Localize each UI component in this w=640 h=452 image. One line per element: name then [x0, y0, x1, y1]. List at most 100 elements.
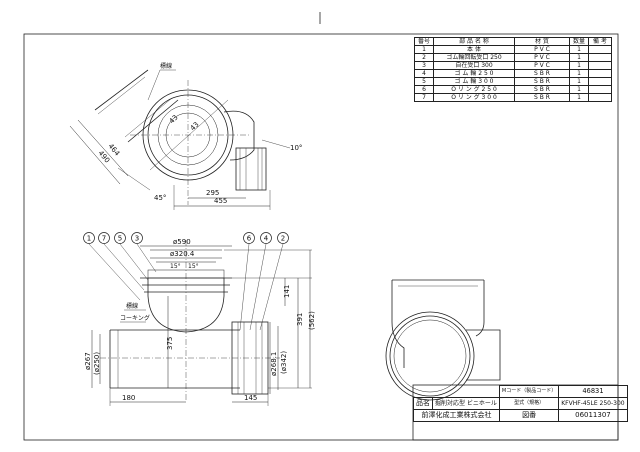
row-3-notes	[588, 61, 612, 70]
row-3-material: P V C	[514, 61, 570, 70]
balloon-3-label: 3	[135, 235, 139, 243]
row-7-notes	[588, 93, 612, 102]
plan-dim-295: 295	[206, 189, 219, 197]
table-row: 1 本 体 P V C 1	[414, 45, 612, 54]
mcode-value: 46831	[558, 385, 628, 398]
row-5-no: 5	[414, 77, 434, 86]
balloon-4	[260, 232, 272, 244]
row-2-no: 2	[414, 53, 434, 62]
plan-dim-455: 455	[214, 197, 227, 205]
table-row: 6 O リ ン グ 2 5 0 S B R 1	[414, 85, 612, 94]
section-view	[88, 240, 312, 406]
row-6-name: O リ ン グ 2 5 0	[433, 85, 515, 94]
title-row-name: 品名 掘削対応型 ビニホール 型式（規格） KFVHF-45LE 250-300	[413, 397, 628, 410]
row-2-material: P V C	[514, 53, 570, 62]
sec-dim-145: 145	[244, 394, 257, 402]
drawing-no-value: 06011307	[558, 409, 628, 422]
header-material: 材 質	[514, 37, 570, 46]
row-5-name: ゴ ム 輪 3 0 0	[433, 77, 515, 86]
row-2-notes	[588, 53, 612, 62]
balloon-6-label: 6	[247, 235, 252, 243]
row-1-name: 本 体	[433, 45, 515, 54]
row-4-qty: 1	[569, 69, 589, 78]
title-row-company: 前澤化成工業株式会社 図番 06011307	[413, 409, 628, 422]
sec-angle-15b: 15°	[188, 263, 199, 270]
row-1-no: 1	[414, 45, 434, 54]
sec-dim-391: 391	[296, 313, 304, 326]
balloon-5	[114, 232, 126, 244]
sec-dim-180: 180	[122, 394, 135, 402]
table-row: 5 ゴ ム 輪 3 0 0 S B R 1	[414, 77, 612, 86]
header-name: 部 品 名 称	[433, 37, 515, 46]
drawing-border	[23, 33, 619, 441]
parts-table-header: 番号 部 品 名 称 材 質 数量 備 考	[414, 37, 612, 46]
sec-dim-375: 375	[166, 337, 174, 350]
balloon-6	[243, 232, 255, 244]
table-row: 2 ゴム輪回転受口 250 P V C 1	[414, 53, 612, 62]
plan-label-hyosen: 標線	[160, 62, 172, 70]
plan-dim-490: 490	[96, 149, 111, 164]
balloon-5-label: 5	[118, 235, 122, 243]
sec-label-hyosen: 標線	[126, 302, 138, 310]
part-balloons: 1 7 5 3 6 4 2	[83, 232, 289, 244]
sec-dim-342: (ø342)	[280, 351, 288, 374]
row-7-name: O リ ン グ 3 0 0	[433, 93, 515, 102]
drawing-no-label: 図番	[498, 409, 560, 422]
sec-dim-141: 141	[283, 285, 291, 298]
sec-dim-320: ø320.4	[170, 250, 195, 258]
title-row-mcode: Mコード（製品コード） 46831	[414, 385, 628, 398]
header-notes: 備 考	[588, 37, 612, 46]
parts-list-table: 番号 部 品 名 称 材 質 数量 備 考 1 本 体 P V C 1 2 ゴム…	[414, 37, 612, 102]
row-1-material: P V C	[514, 45, 570, 54]
row-4-notes	[588, 69, 612, 78]
row-6-no: 6	[414, 85, 434, 94]
mcode-label: Mコード（製品コード）	[498, 385, 560, 398]
name-label: 品名	[413, 397, 433, 410]
row-7-material: S B R	[514, 93, 570, 102]
company-name: 前澤化成工業株式会社	[413, 409, 500, 422]
row-6-material: S B R	[514, 85, 570, 94]
row-6-qty: 1	[569, 85, 589, 94]
sec-label-coking: コーキング	[120, 314, 150, 322]
balloon-7	[98, 232, 110, 244]
plan-dim-43b: 43	[189, 120, 201, 132]
table-row: 3 自在受口 300 P V C 1	[414, 61, 612, 70]
row-3-name: 自在受口 300	[433, 61, 515, 70]
row-3-qty: 1	[569, 61, 589, 70]
balloon-2-label: 2	[281, 235, 285, 243]
plan-angle-45: 45°	[154, 194, 166, 202]
row-6-notes	[588, 85, 612, 94]
row-4-material: S B R	[514, 69, 570, 78]
balloon-3	[131, 232, 143, 244]
plan-view	[69, 69, 291, 210]
balloon-4-label: 4	[264, 235, 269, 243]
row-4-name: ゴ ム 輪 2 5 0	[433, 69, 515, 78]
table-row: 7 O リ ン グ 3 0 0 S B R 1	[414, 93, 612, 102]
sec-dim-562: (562)	[308, 311, 316, 330]
row-4-no: 4	[414, 69, 434, 78]
row-1-notes	[588, 45, 612, 54]
model-label: 型式（規格）	[498, 397, 560, 410]
header-qty: 数量	[569, 37, 589, 46]
row-5-notes	[588, 77, 612, 86]
sec-dim-590: ø590	[173, 238, 191, 246]
sec-dim-250: (ø250)	[93, 352, 101, 375]
row-7-no: 7	[414, 93, 434, 102]
row-5-qty: 1	[569, 77, 589, 86]
balloon-2	[277, 232, 289, 244]
balloon-1	[83, 232, 95, 244]
plan-angle-10: 10°	[290, 144, 302, 152]
balloon-1-label: 1	[87, 235, 91, 243]
sec-dim-268: ø268.1	[270, 352, 278, 376]
plan-dim-43a: 43	[168, 113, 180, 125]
header-no: 番号	[414, 37, 434, 46]
name-value: 掘削対応型 ビニホール	[432, 397, 500, 410]
sec-angle-15a: 15°	[170, 263, 181, 270]
row-5-material: S B R	[514, 77, 570, 86]
sec-dim-267: ø267	[84, 352, 92, 370]
row-2-qty: 1	[569, 53, 589, 62]
balloon-7-label: 7	[102, 235, 106, 243]
table-row: 4 ゴ ム 輪 2 5 0 S B R 1	[414, 69, 612, 78]
model-value: KFVHF-45LE 250-300	[558, 397, 628, 410]
